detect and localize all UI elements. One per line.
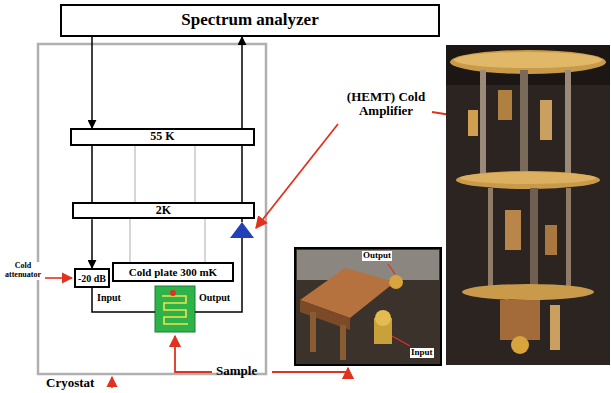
port-label: Output (199, 292, 230, 303)
signal-line (241, 37, 243, 128)
callout-label: Sample (216, 364, 257, 378)
sample-chip (155, 286, 195, 332)
signal-line (91, 37, 93, 128)
callout-label: (HEMT) Cold Amplifier (334, 90, 438, 119)
signal-line (91, 219, 93, 268)
amplifier-symbol (230, 222, 254, 238)
resonator-meander (162, 296, 188, 324)
node-text: -20 dB (78, 273, 106, 284)
cryostat-photo (446, 45, 610, 365)
attenuator-box: -20 dB (74, 268, 110, 288)
node-text: 2K (156, 204, 171, 217)
node-text: 55 K (150, 130, 174, 143)
temperature-stage: 55 K (70, 128, 255, 146)
amplifier-leader (256, 124, 338, 228)
instrument-box: Spectrum analyzer (60, 4, 440, 37)
callout-label: Cryostat (46, 376, 94, 390)
photo-label: Output (362, 251, 392, 261)
node-text: Spectrum analyzer (181, 11, 318, 30)
sample-leader (175, 336, 212, 372)
cryostat-outline (38, 44, 266, 374)
sample-photo (295, 248, 441, 365)
signal-line (91, 146, 93, 202)
temperature-stage: 2K (72, 202, 255, 219)
cryostat-leader (111, 377, 113, 388)
callout-label: Cold attenuator (1, 262, 45, 280)
sample-photo-leader (272, 368, 348, 372)
sample-dot (170, 290, 176, 296)
photo-label: Input (410, 348, 434, 358)
cold-plate-box: Cold plate 300 mK (112, 262, 234, 282)
attenuator-leader (44, 277, 72, 279)
port-label: Input (97, 292, 121, 303)
input-wire (92, 288, 155, 312)
signal-line (241, 146, 243, 202)
node-text: Cold plate 300 mK (129, 266, 217, 278)
